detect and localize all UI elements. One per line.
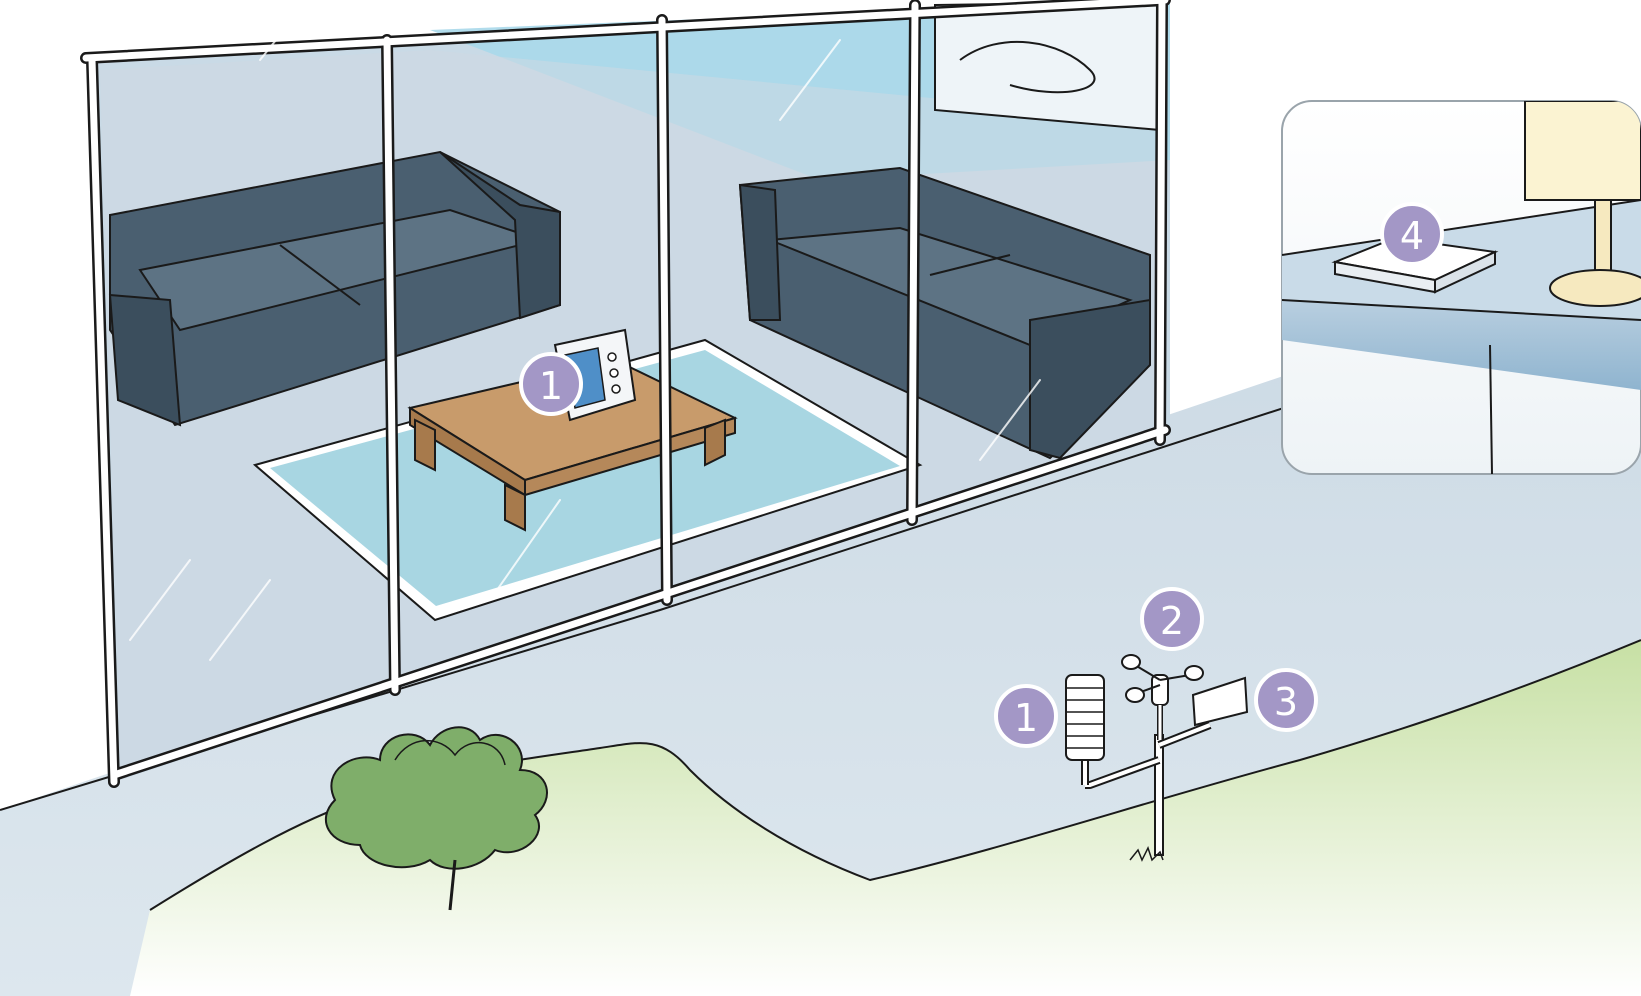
marker-label: 1 (539, 364, 563, 408)
gateway-inset (1282, 101, 1641, 474)
marker-anemometer: 2 (1142, 589, 1202, 649)
marker-rain-gauge: 1 (996, 686, 1056, 746)
marker-label: 4 (1400, 214, 1424, 258)
marker-label: 2 (1160, 599, 1184, 643)
rain-gauge-sensor (1066, 675, 1104, 760)
marker-solar-panel: 3 (1256, 670, 1316, 730)
marker-label: 1 (1014, 696, 1038, 740)
marker-gateway: 4 (1382, 204, 1442, 264)
marker-label: 3 (1274, 680, 1298, 724)
marker-indoor-display: 1 (521, 354, 581, 414)
